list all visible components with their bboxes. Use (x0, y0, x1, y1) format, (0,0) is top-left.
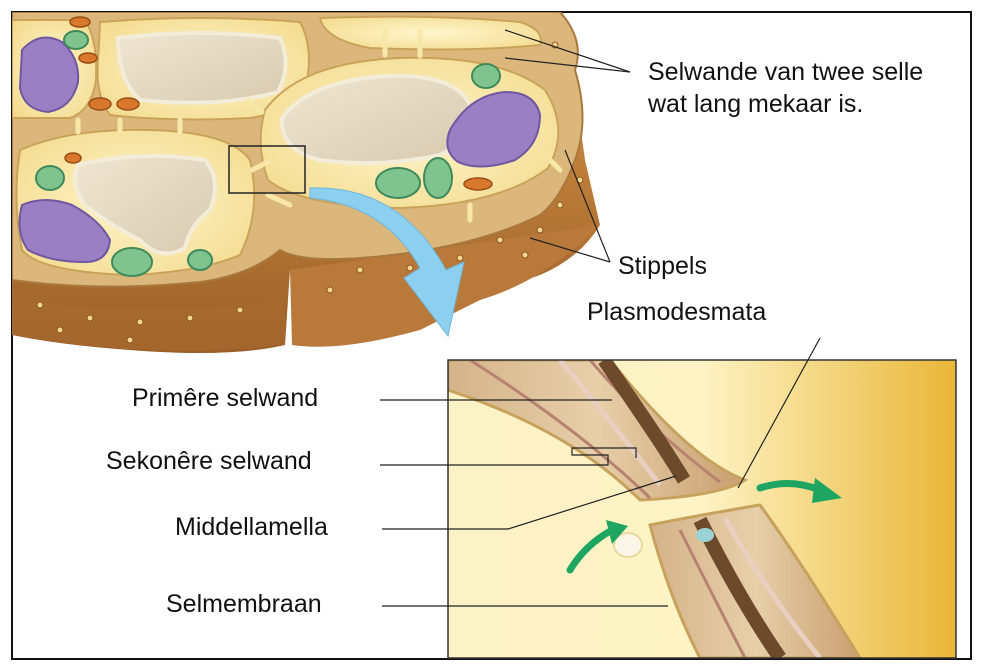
label-secondary-wall: Sekonêre selwand (106, 445, 312, 477)
label-cell-membrane: Selmembraan (166, 588, 322, 620)
label-middle-lamella: Middellamella (175, 511, 328, 543)
label-plasmodesmata: Plasmodesmata (587, 296, 766, 328)
label-primary-wall: Primêre selwand (132, 382, 318, 414)
inset-magnified-wall (448, 360, 956, 658)
label-cell-walls: Selwande van twee selle wat lang mekaar … (648, 56, 958, 120)
label-pits: Stippels (618, 250, 707, 282)
